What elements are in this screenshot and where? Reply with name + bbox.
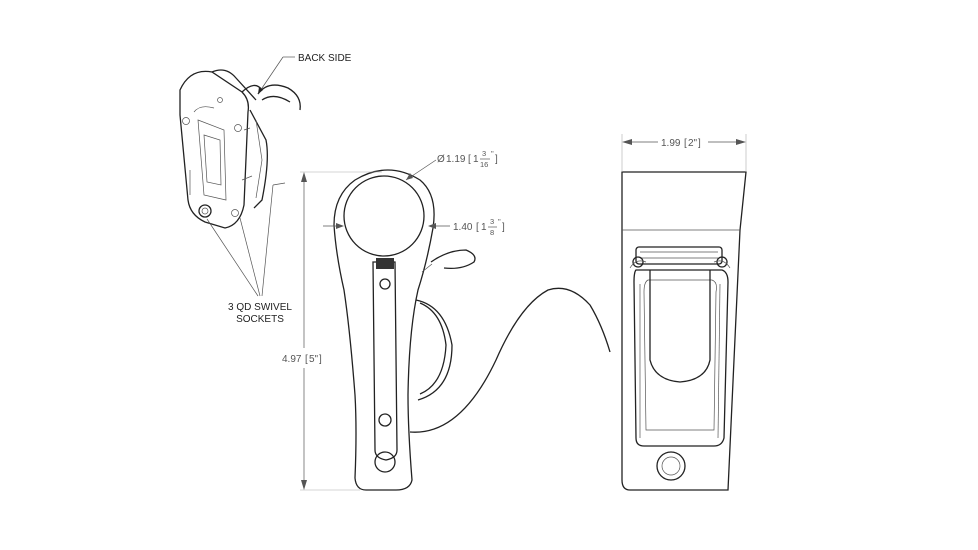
- isometric-view: [179, 69, 301, 229]
- front-view: [621, 171, 747, 491]
- slot-width-den: 8: [490, 228, 494, 237]
- swivel-sockets-callout: 3 QD SWIVEL SOCKETS: [206, 182, 292, 325]
- diameter-den: 16: [480, 160, 488, 169]
- swivel-label-line1: 3 QD SWIVEL: [228, 302, 292, 313]
- height-bracket: 5": [309, 354, 319, 365]
- svg-text:": ": [498, 217, 501, 226]
- slot-width-whole: 1: [481, 222, 487, 233]
- diameter-value: 1.19: [446, 154, 466, 165]
- svg-text:[: [: [476, 222, 479, 233]
- width-value: 1.99: [661, 138, 681, 149]
- side-view: [333, 169, 476, 491]
- width-dimension: 1.99 [ 2" ]: [621, 134, 747, 172]
- swivel-label-line2: SOCKETS: [236, 314, 284, 325]
- back-side-callout: BACK SIDE: [257, 53, 352, 95]
- width-bracket: 2": [688, 138, 698, 149]
- svg-text:]: ]: [698, 138, 701, 149]
- diameter-symbol: Ø: [437, 154, 445, 165]
- svg-text:]: ]: [319, 354, 322, 365]
- diameter-dimension: Ø 1.19 [ 1 3 16 " ]: [405, 149, 498, 181]
- diameter-num: 3: [482, 149, 486, 158]
- svg-text:[: [: [305, 354, 308, 365]
- svg-text:[: [: [468, 154, 471, 165]
- svg-text:": ": [491, 149, 494, 158]
- lanyard-cord: [409, 287, 611, 433]
- back-side-label: BACK SIDE: [298, 53, 352, 64]
- svg-text:]: ]: [502, 222, 505, 233]
- slot-width-dimension: 1.40 [ 1 3 8 " ]: [323, 217, 505, 237]
- diameter-whole: 1: [473, 154, 479, 165]
- svg-text:[: [: [684, 138, 687, 149]
- slot-width-num: 3: [490, 217, 494, 226]
- height-value: 4.97: [282, 354, 302, 365]
- svg-text:]: ]: [495, 154, 498, 165]
- svg-text:4.97: 4.97: [282, 354, 302, 365]
- height-dimension: 4.97 [ 5" ]: [282, 171, 382, 491]
- slot-width-value: 1.40: [453, 222, 473, 233]
